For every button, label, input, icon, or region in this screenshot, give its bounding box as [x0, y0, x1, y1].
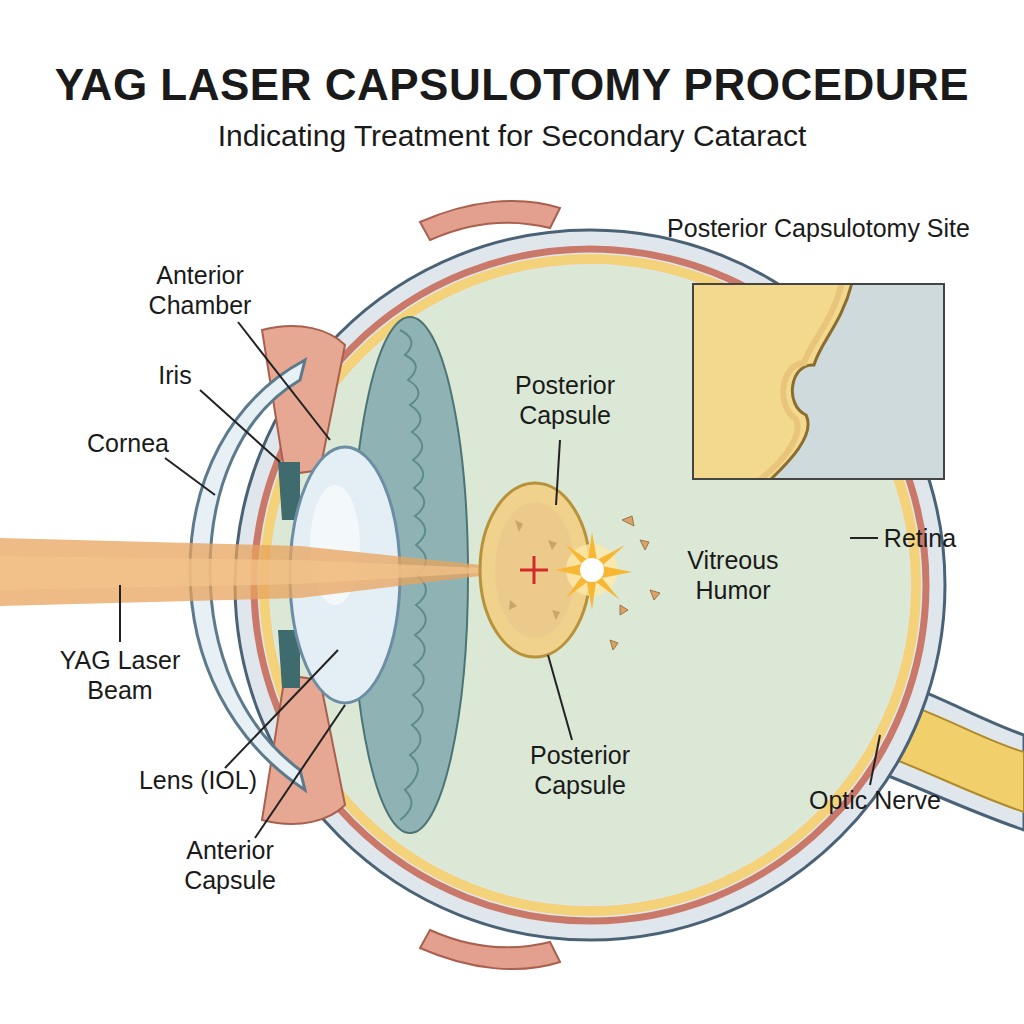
laser-burst-part — [580, 558, 604, 582]
leader-line-part — [238, 322, 330, 440]
leader-line-part — [850, 537, 878, 539]
part-label: Posterior Capsule — [485, 370, 645, 430]
capsule-rim — [760, 283, 842, 480]
laser-burst — [555, 516, 660, 650]
inset-drawing — [692, 283, 945, 480]
part-label: Cornea — [68, 428, 188, 458]
leader-line-part — [165, 458, 215, 495]
part-label: Retina — [865, 523, 975, 553]
crosshair — [520, 556, 548, 584]
laser-beam — [0, 538, 528, 606]
inset-box: Posterior Capsulotomy Site — [692, 283, 945, 480]
inset-frame — [693, 284, 944, 479]
part-label: Lens (IOL) — [118, 765, 278, 795]
leader-line-part — [870, 735, 880, 785]
leader-line-part — [556, 440, 560, 505]
part-label: Anterior Capsule — [150, 835, 310, 895]
subtitle: Indicating Treatment for Secondary Catar… — [12, 118, 1012, 154]
part-label: Vitreous Humor — [663, 545, 803, 605]
capsule-edge — [692, 283, 852, 480]
laser-beam-part — [0, 556, 528, 590]
laser-beam-part — [0, 538, 528, 606]
title: YAG LASER CAPSULOTOMY PROCEDURE — [0, 60, 1024, 110]
leader-line-part — [200, 390, 280, 462]
part-label: Iris — [125, 360, 225, 390]
posterior-capsule-part — [509, 520, 560, 620]
leader-line-part — [225, 650, 338, 768]
inset-background — [693, 284, 944, 479]
leader-line-part — [119, 585, 121, 642]
laser-burst-part — [610, 516, 660, 650]
leader-line-part — [548, 655, 572, 740]
crosshair-part — [533, 556, 536, 584]
laser-burst-part — [555, 532, 632, 610]
part-label: YAG Laser Beam — [45, 645, 195, 705]
inset-heading: Posterior Capsulotomy Site — [652, 213, 985, 243]
leader-line-part — [255, 705, 345, 838]
part-label: Optic Nerve — [790, 785, 960, 815]
part-label: Anterior Chamber — [125, 260, 275, 320]
part-label: Posterior Capsule — [500, 740, 660, 800]
